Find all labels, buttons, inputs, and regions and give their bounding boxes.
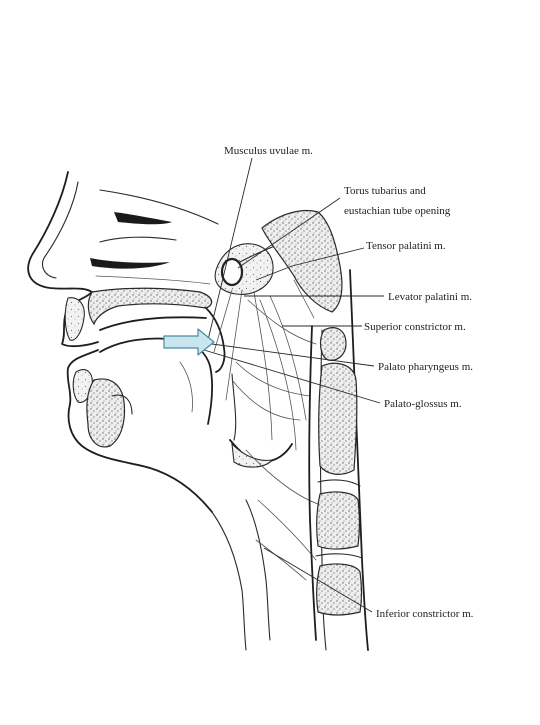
upper-incisor	[64, 297, 85, 341]
intervertebral-disc-2	[315, 553, 363, 559]
label-inferior-constrictor: Inferior constrictor m.	[376, 608, 474, 620]
turbinate-middle	[90, 258, 170, 269]
eustachian-tube-opening	[220, 257, 244, 287]
muscle-strand-9	[247, 299, 317, 345]
mandible-chin-curve	[111, 394, 133, 415]
muscle-strand-7	[235, 361, 311, 397]
turbinate-upper	[114, 212, 172, 225]
spine-posterior-line	[349, 269, 369, 651]
muscle-strand-5	[269, 295, 307, 421]
leader-palato-pharyngeus	[211, 343, 375, 367]
label-superior-constrictor: Superior constrictor m.	[364, 321, 466, 333]
skull-base	[261, 209, 343, 313]
nasal-floor-line	[95, 275, 211, 285]
leader-torus-tubarius	[237, 197, 341, 269]
larynx-inner	[255, 539, 307, 581]
leader-tensor-palatini	[291, 247, 365, 267]
epiglottis-fill	[231, 442, 274, 468]
label-musculus-uvulae: Musculus uvulae m.	[224, 145, 313, 157]
oral-roof-line	[99, 316, 207, 331]
label-palato-pharyngeus: Palato pharyngeus m.	[378, 361, 473, 373]
lower-incisor	[72, 369, 93, 403]
neck-front	[211, 511, 247, 651]
hard-palate	[87, 287, 213, 326]
nasal-inner-contour	[41, 181, 79, 279]
lower-lip	[66, 349, 99, 405]
arrow-right-icon	[163, 328, 215, 356]
muscle-strand-6	[231, 379, 301, 421]
nasal-cavity-outline	[99, 189, 219, 225]
muscle-strand-2	[225, 289, 243, 401]
leader-inferior-constrictor	[263, 547, 373, 613]
chin-contour	[67, 403, 213, 513]
muscle-strand-10	[245, 449, 319, 505]
muscle-strand-8	[293, 279, 315, 319]
label-palato-glossus: Palato-glossus m.	[384, 398, 462, 410]
label-torus-tubarius: Torus tubarius and	[344, 185, 426, 197]
leader-palato-glossus	[203, 349, 381, 404]
muscle-strand-4	[259, 299, 297, 451]
intervertebral-disc-1	[317, 479, 361, 487]
muscle-strand-1	[213, 289, 233, 353]
nose-profile	[27, 171, 93, 293]
tongue-inner	[179, 361, 193, 413]
label-tensor-palatini: Tensor palatini m.	[366, 240, 446, 252]
muscle-strand-11	[257, 499, 317, 561]
atlas-arch	[319, 327, 347, 361]
larynx-outline	[245, 499, 271, 641]
mandible-symphysis	[86, 378, 126, 448]
vertebra-c2	[318, 362, 358, 475]
turbinate-lower	[99, 236, 177, 243]
label-levator-palatini: Levator palatini m.	[388, 291, 472, 303]
vertebra-c3	[316, 491, 361, 550]
label-eustachian-tube: eustachian tube opening	[344, 205, 451, 217]
leader-musculus-uvulae	[207, 157, 253, 341]
leader-tensor-palatini-2	[255, 265, 293, 281]
posterior-pharyngeal-wall	[308, 325, 317, 641]
vertebra-c4	[316, 563, 363, 616]
